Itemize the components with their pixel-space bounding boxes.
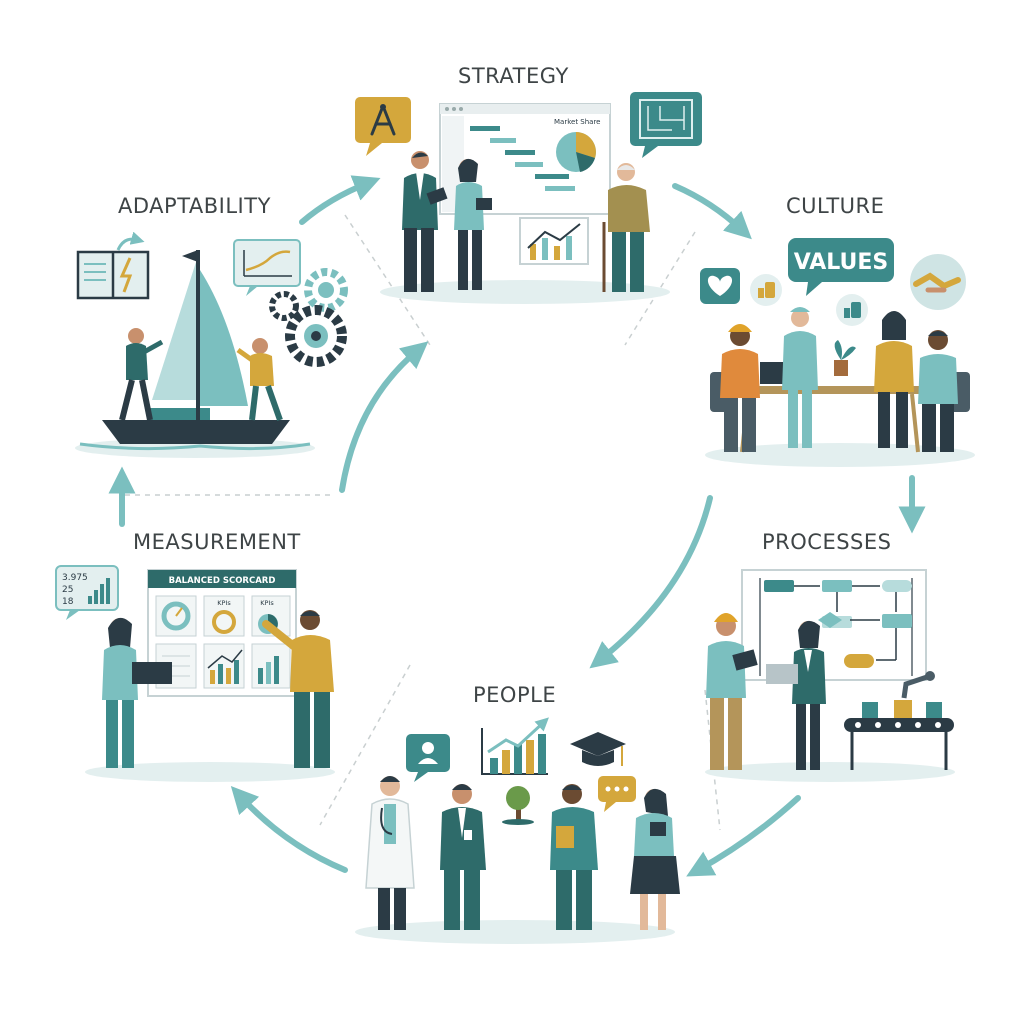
robot-arm-icon: [901, 673, 931, 699]
scorecard-title: BALANCED SCORCARD: [169, 576, 276, 586]
arrow-culture-to-people: [589, 495, 713, 669]
culture-scene: VALUES: [700, 238, 975, 467]
arrow-adaptability-to-strategy: [299, 175, 381, 225]
stage-title-strategy: STRATEGY: [458, 64, 569, 88]
flow-arrows: [108, 175, 926, 877]
processes-scene: [705, 569, 955, 782]
stage-title-culture: CULTURE: [786, 194, 885, 218]
values-banner: [788, 238, 894, 282]
blueprint-icon: [630, 92, 702, 146]
market-share-label: Market Share: [554, 118, 601, 126]
stat-3: 18: [62, 597, 74, 607]
kpi-label-1: KPIs: [217, 599, 231, 607]
strategy-scene: Market Share: [355, 92, 702, 304]
laptop-icon: [132, 662, 172, 684]
arrow-people-to-measurement: [230, 786, 348, 873]
stage-title-measurement: MEASUREMENT: [133, 530, 301, 554]
graduation-cap-icon: [570, 732, 626, 756]
stat-1: 3.975: [62, 573, 88, 583]
stage-title-processes: PROCESSES: [762, 530, 892, 554]
arrow-strategy-to-culture: [672, 183, 752, 240]
stage-title-people: PEOPLE: [473, 683, 557, 707]
meeting-table: [730, 386, 930, 394]
gears-icon: [269, 268, 348, 367]
kpi-label-2: KPIs: [260, 599, 274, 607]
stat-2: 25: [62, 585, 73, 595]
people-growth-chart: [481, 717, 549, 775]
compass-icon: [355, 97, 411, 143]
adaptability-scene: [75, 231, 348, 458]
sailboat: [102, 420, 290, 444]
values-text: VALUES: [794, 250, 889, 275]
stage-title-adaptability: ADAPTABILITY: [118, 194, 271, 218]
arrow-measurement-to-strategy: [339, 341, 429, 493]
measurement-scene: 3.975 25 18 BALANCED SCORCARD KPIs KPIs: [55, 565, 335, 782]
arrow-processes-to-people: [686, 795, 801, 877]
tree-icon: [506, 786, 530, 810]
people-scene: [355, 717, 680, 944]
